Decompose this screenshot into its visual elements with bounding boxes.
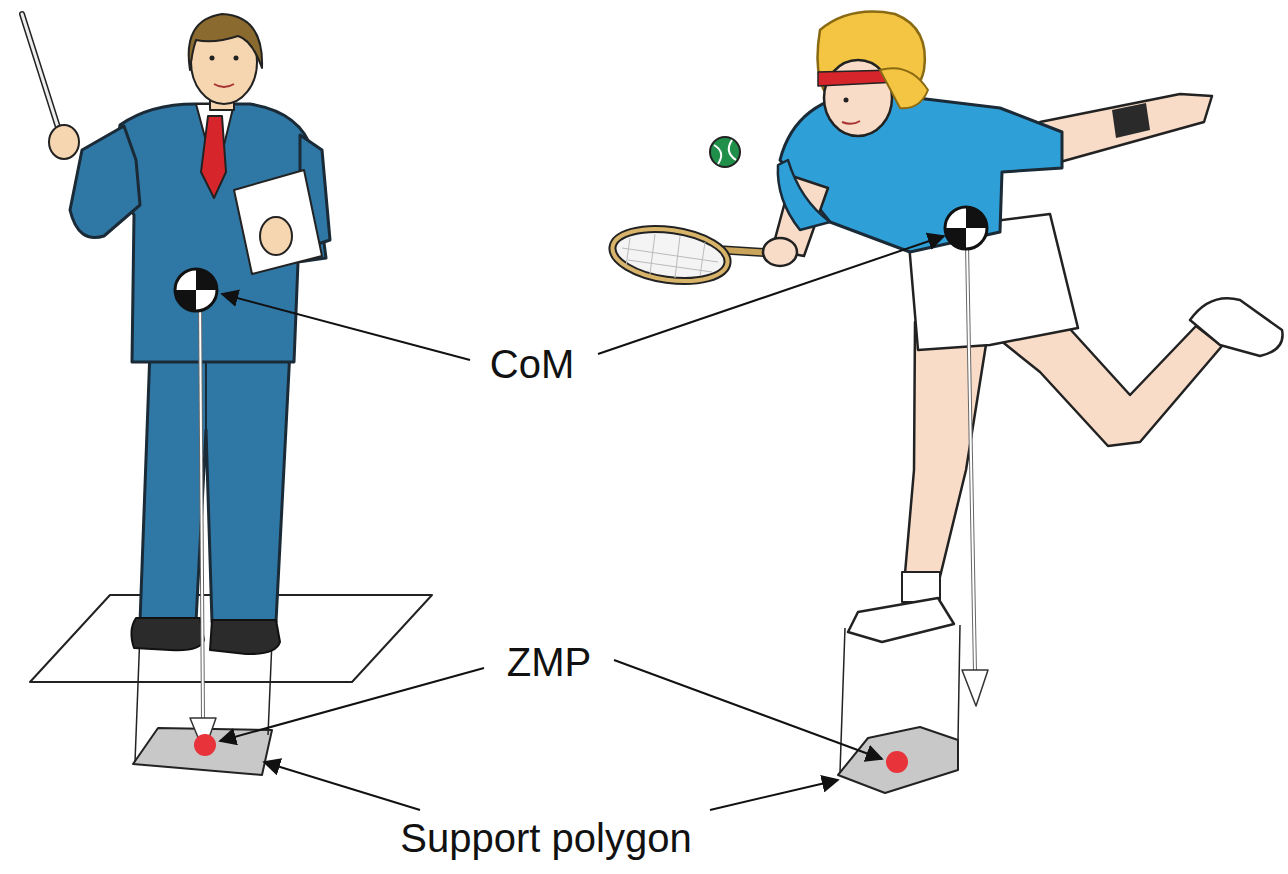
support-polygon-shape [838, 727, 958, 793]
ball-seam [714, 140, 736, 164]
trousers [140, 350, 290, 622]
com-circle [945, 207, 987, 249]
figure-label: ZMP [507, 640, 591, 684]
hand [260, 217, 292, 255]
sneaker [848, 598, 954, 642]
com-quadrant [175, 290, 196, 311]
com-symbol [175, 269, 217, 311]
com-quadrant [945, 228, 966, 249]
necktie [201, 116, 226, 198]
figure-label: CoM [490, 342, 574, 386]
jacket [112, 104, 326, 362]
racket-head [609, 222, 731, 288]
shoe [131, 618, 204, 650]
hand [763, 238, 797, 266]
zmp-dot [194, 734, 216, 756]
paper-sheet [234, 170, 322, 274]
sneaker [1190, 298, 1283, 356]
mouth [214, 84, 234, 87]
racket-string [650, 234, 655, 274]
com-symbol [945, 207, 987, 249]
tennis-player-figure [609, 12, 1282, 793]
hair [189, 14, 262, 70]
mouth [842, 121, 860, 124]
zmp-dot [886, 751, 908, 773]
shirt [780, 92, 1062, 252]
pointer-stick [22, 14, 62, 140]
racket-string [675, 236, 680, 278]
eye [210, 56, 215, 61]
com-quadrant [196, 269, 217, 290]
racket-string [628, 260, 712, 272]
arm [1040, 94, 1212, 162]
tennis-ball [710, 137, 740, 167]
projection-line [840, 628, 845, 772]
hand [49, 125, 79, 159]
shoe [210, 620, 280, 654]
racket-string [622, 248, 718, 262]
projection-line [268, 640, 272, 735]
gravity-line [967, 245, 975, 672]
gravity-line [200, 300, 203, 720]
eye [844, 98, 849, 103]
gravity-line [967, 245, 975, 672]
leader-line [264, 762, 420, 810]
racket-strings [622, 234, 718, 278]
racket-head [609, 222, 731, 288]
leader-line [220, 668, 484, 741]
trouser-seam [205, 360, 207, 430]
leader-line [222, 294, 470, 360]
projection-line [958, 625, 960, 740]
eye [234, 56, 239, 61]
gravity-arrowhead [962, 670, 988, 706]
gravity-line [200, 300, 203, 720]
pointer-stick [22, 14, 62, 140]
businessman-figure [22, 14, 432, 775]
com-circle [175, 269, 217, 311]
leg [904, 322, 988, 585]
jacket-sleeve [70, 126, 140, 238]
com-quadrant [966, 207, 987, 228]
racket-string [626, 238, 630, 266]
leader-line [710, 780, 838, 810]
projection-line [135, 632, 140, 762]
hair [880, 68, 928, 108]
figure-label: Support polygon [400, 816, 691, 860]
leader-lines [220, 236, 944, 810]
leader-line [598, 236, 944, 354]
sleeve [778, 160, 830, 230]
leader-line [614, 660, 882, 759]
wristband [1112, 103, 1150, 138]
support-polygon-shape [133, 728, 272, 775]
